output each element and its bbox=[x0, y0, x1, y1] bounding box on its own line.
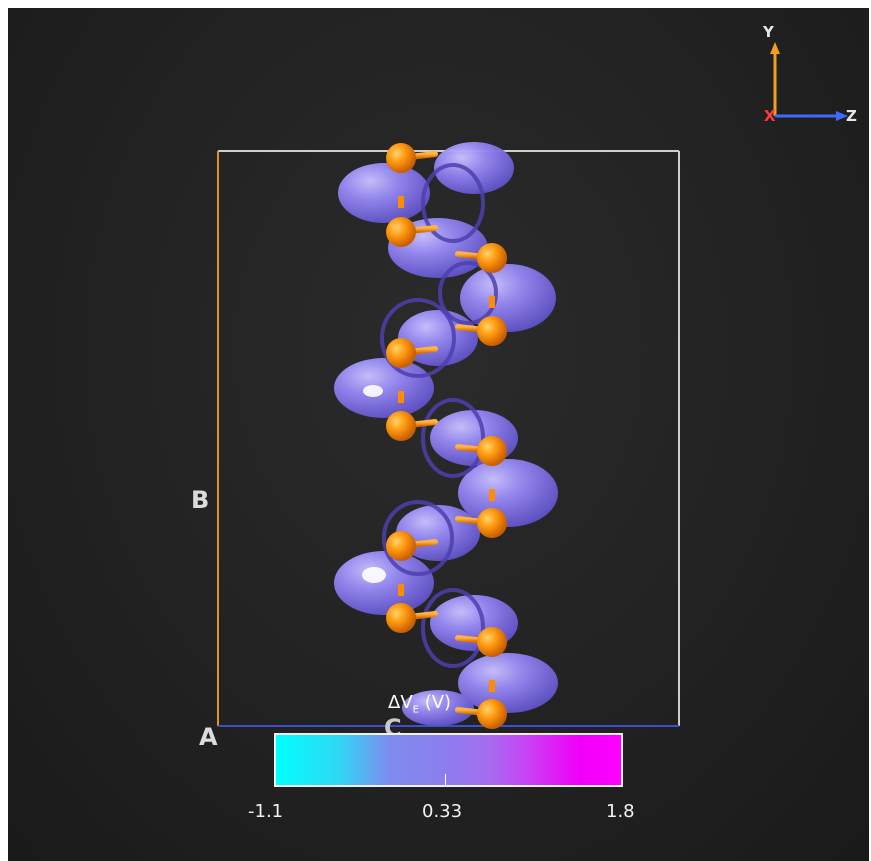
atom bbox=[386, 531, 416, 561]
z-axis-label: Z bbox=[846, 107, 857, 125]
bond-stub bbox=[489, 296, 495, 308]
isosurface-ring bbox=[438, 261, 498, 325]
bond-stub bbox=[489, 680, 495, 692]
isosurface-lobe bbox=[458, 459, 558, 527]
3d-viewport[interactable]: Y X Z B A C ΔVE (V) -1.1 0.33 1.8 bbox=[8, 8, 869, 861]
atom bbox=[386, 338, 416, 368]
isosurface-lobe bbox=[338, 163, 430, 223]
atom bbox=[386, 603, 416, 633]
colorbar-mid-tick bbox=[445, 774, 446, 786]
y-axis-label: Y bbox=[763, 23, 774, 41]
isosurface-lobe bbox=[458, 653, 558, 713]
atom bbox=[477, 436, 507, 466]
isosurface-ring bbox=[421, 588, 485, 668]
x-axis-label: X bbox=[764, 107, 776, 125]
atom bbox=[477, 508, 507, 538]
colorbar-min-label: -1.1 bbox=[248, 801, 284, 822]
isosurface-highlight bbox=[362, 567, 386, 583]
colorbar-max-label: 1.8 bbox=[606, 801, 635, 822]
isosurface-lobe bbox=[460, 264, 556, 332]
atom bbox=[477, 699, 507, 729]
atom bbox=[477, 627, 507, 657]
bond-stub bbox=[489, 489, 495, 501]
atom bbox=[477, 316, 507, 346]
isosurface-ring bbox=[382, 500, 454, 576]
bond-stub bbox=[398, 584, 404, 596]
bond-stub bbox=[398, 391, 404, 403]
cell-label-b: B bbox=[191, 486, 210, 514]
isosurface-ring bbox=[421, 398, 485, 478]
orientation-axes bbox=[770, 42, 848, 121]
isosurface-ring bbox=[380, 298, 456, 378]
colorbar-title: ΔVE (V) bbox=[388, 692, 452, 716]
colorbar-mid-label: 0.33 bbox=[422, 801, 463, 822]
isosurface-lobe bbox=[334, 358, 434, 418]
isosurface-helix bbox=[334, 142, 558, 729]
isosurface-lobe bbox=[334, 551, 434, 615]
isosurface-lobe bbox=[434, 142, 514, 194]
atom bbox=[386, 143, 416, 173]
isosurface-highlight bbox=[363, 385, 383, 397]
isosurface-ring bbox=[421, 163, 485, 243]
atom bbox=[386, 217, 416, 247]
atom bbox=[477, 243, 507, 273]
colorbar bbox=[274, 733, 623, 787]
atom bbox=[386, 411, 416, 441]
isosurface-lobe bbox=[402, 690, 474, 726]
structure-canvas[interactable] bbox=[8, 8, 869, 861]
bond-stub bbox=[398, 196, 404, 208]
cell-label-a: A bbox=[199, 723, 218, 751]
